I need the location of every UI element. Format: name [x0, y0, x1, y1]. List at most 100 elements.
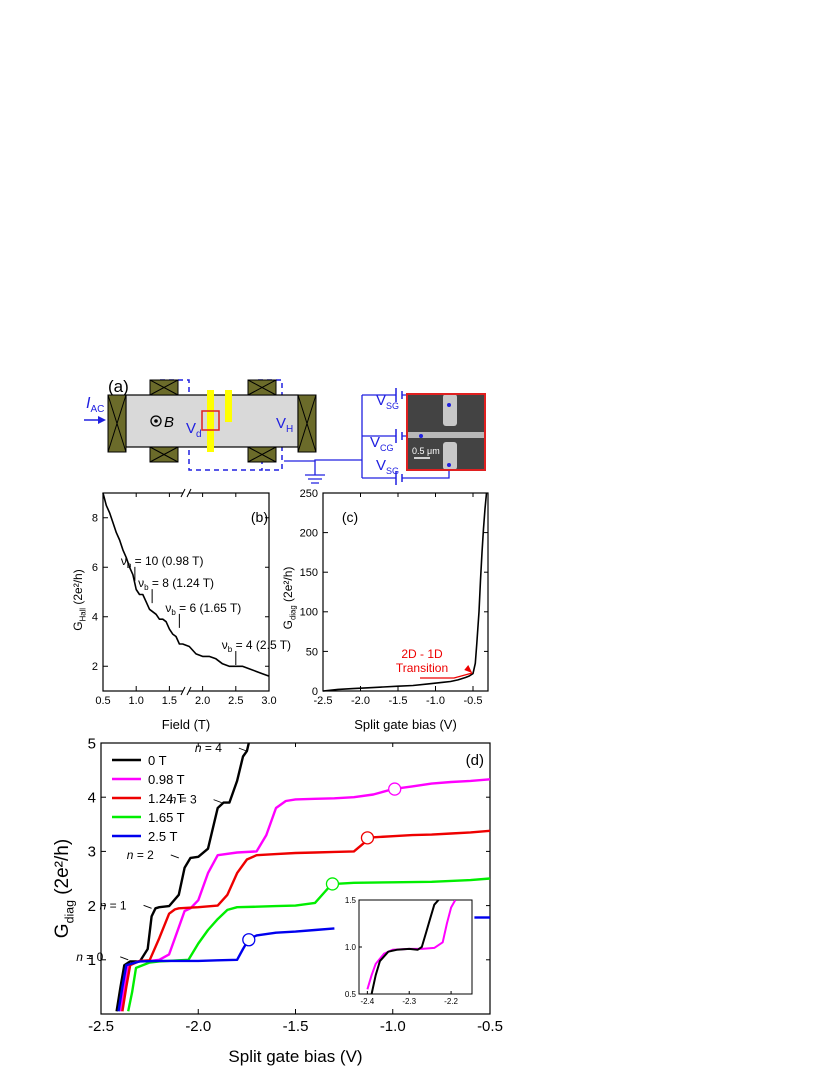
y-axis-label: Gdiag (2e²/h) [281, 567, 298, 630]
panel-c-label: (c) [342, 509, 358, 525]
y-axis-label-main: G [71, 621, 85, 630]
sem-gate-top [443, 394, 457, 426]
vh-label: VH [276, 415, 293, 435]
field-dot-icon [154, 419, 158, 423]
sem-gate-bottom [443, 442, 457, 470]
plateau-label: n = 0 [76, 950, 103, 964]
y-axis-label-main: G [281, 620, 295, 629]
nu-symbol: ν [165, 601, 171, 615]
y-tick-label: 3 [88, 844, 96, 861]
y-tick-label: 4 [92, 612, 98, 624]
contact-right-cross-icon [297, 394, 317, 453]
y-axis-label-main: G [52, 923, 73, 938]
contact-bottom-right-cross-icon [247, 446, 277, 463]
x-tick-label: -2.5 [88, 1018, 114, 1035]
plateau-leader [170, 854, 179, 859]
nu-subscript: b [171, 608, 176, 617]
nu-subscript: b [228, 645, 233, 654]
battery-middle-icon [395, 429, 403, 443]
contact-bottom-left-cross-icon [149, 446, 179, 463]
series-line-4 [117, 927, 335, 1012]
legend-entry: 0 T [148, 753, 167, 768]
x-tick-label: 1.0 [129, 695, 144, 707]
plateau-index: = 0 [83, 950, 104, 964]
x-tick-label: -1.5 [283, 1018, 309, 1035]
plateau-marker [242, 933, 256, 947]
nu-subscript: b [144, 583, 149, 592]
plateau-marker [360, 831, 375, 845]
series-line-0 [322, 492, 488, 692]
vd-probe-wire [160, 379, 263, 471]
plateau-n: n [170, 793, 177, 807]
nu-value: = 8 (1.24 T) [149, 576, 214, 590]
inset-x-tick-label: -2.3 [402, 997, 416, 1006]
plateau-marker [325, 877, 340, 891]
axis-break-gap [183, 687, 189, 695]
series-line-0 [115, 742, 250, 1012]
transition-arrowhead-icon [464, 664, 473, 673]
y-tick-label: 2 [92, 661, 98, 673]
plateau-label: n = 1 [100, 898, 127, 912]
inset-frame [358, 899, 473, 995]
plateau-n: n [195, 741, 202, 755]
contact-top-left-cross-icon [149, 379, 179, 396]
y-tick-label: 5 [88, 735, 96, 752]
x-tick-label: 3.0 [261, 695, 276, 707]
legend-entry: 1.24 T [148, 791, 185, 806]
ground-wire [284, 459, 362, 462]
filling-factor-label: νb = 10 (0.98 T) [121, 554, 204, 570]
y-axis-label: Gdiag (2e²/h) [52, 839, 77, 938]
y-tick-label: 4 [88, 789, 96, 806]
plateau-label: n = 4 [195, 741, 222, 755]
y-tick-label: 100 [300, 607, 318, 619]
x-tick-label: -0.5 [477, 1018, 503, 1035]
current-label: IAC [86, 395, 104, 415]
y-tick-label: 2 [88, 898, 96, 915]
plateau-n: n [100, 898, 107, 912]
y-tick-label: 8 [92, 513, 98, 525]
y-axis-label-unit: (2e²/h) [52, 839, 73, 900]
x-axis-label: Split gate bias (V) [228, 1047, 362, 1066]
inset-plot-area [366, 900, 457, 994]
plot-frame [102, 492, 270, 692]
vd-label: Vd [186, 420, 202, 440]
plateau-leader [238, 747, 248, 752]
contact-top-right-cross-icon [247, 379, 277, 396]
y-tick-label: 0 [312, 686, 318, 698]
vsg-top-contact-dot [447, 403, 451, 407]
battery-bottom-icon [395, 471, 403, 485]
x-tick-label: 1.5 [162, 695, 177, 707]
filling-factor-label: νb = 4 (2.5 T) [222, 638, 291, 654]
plateau-marker [388, 782, 402, 796]
transition-label-line2: Transition [396, 661, 448, 675]
x-tick-label: -1.0 [426, 695, 445, 707]
battery-top-icon [395, 388, 403, 402]
transition-label-line1: 2D - 1D [401, 647, 443, 661]
inset-x-tick-label: -2.4 [360, 997, 374, 1006]
x-tick-label: -0.5 [464, 695, 483, 707]
inset-y-tick-label: 1.0 [345, 943, 357, 952]
y-tick-label: 1 [88, 952, 96, 969]
inset-x-tick-label: -2.2 [444, 997, 458, 1006]
x-axis-label: Field (T) [162, 717, 210, 732]
plateau-index: = 4 [202, 741, 223, 755]
vsg-top-label: VSG [376, 392, 399, 411]
y-axis-label-sub: diag [63, 900, 77, 923]
nu-value: = 10 (0.98 T) [131, 554, 203, 568]
micrograph-panel: 0.5 μm VSG VCG VSG [361, 388, 486, 485]
y-axis-label-unit: (2e²/h) [71, 569, 85, 608]
plateau-label: n = 3 [170, 793, 197, 807]
vcg-label: VCG [370, 434, 394, 453]
panel-b-label: (b) [251, 509, 268, 525]
plateau-n: n [76, 950, 83, 964]
legend-entry: 1.65 T [148, 810, 185, 825]
nu-symbol: ν [121, 554, 127, 568]
x-tick-label: -1.5 [389, 695, 408, 707]
vsg-bottom-contact-dot [447, 463, 451, 467]
split-gate-left [207, 390, 214, 452]
plateau-index: = 1 [106, 898, 127, 912]
axis-break-icon [180, 686, 192, 696]
plateau-index: = 3 [176, 793, 197, 807]
